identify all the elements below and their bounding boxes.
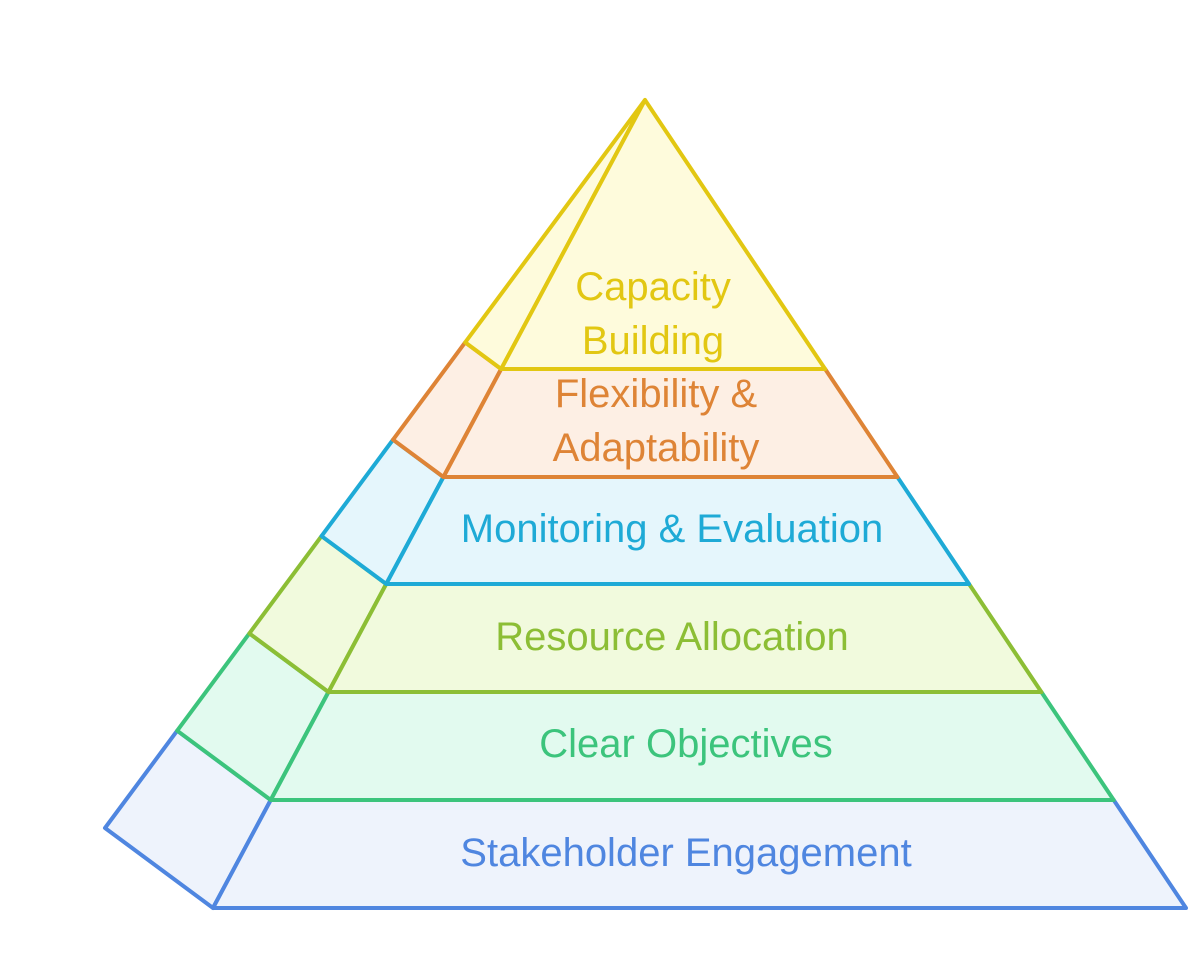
tier-label: Resource Allocation: [495, 615, 849, 659]
tier-label-line: Flexibility &: [555, 372, 758, 416]
tier-label-line: Capacity: [575, 265, 731, 309]
tier-label-line: Resource Allocation: [495, 615, 849, 659]
tier-label: Monitoring & Evaluation: [461, 507, 883, 551]
pyramid-tier: [247, 534, 1044, 694]
tier-front-face: [499, 98, 828, 371]
tier-label-line: Building: [582, 319, 724, 363]
tier-label-line: Adaptability: [553, 426, 760, 470]
tier-label: Flexibility & Adaptability: [553, 372, 760, 470]
pyramid-tier: [463, 98, 828, 371]
tier-label: Clear Objectives: [539, 722, 832, 766]
pyramid-tier: [391, 340, 900, 479]
tier-label-line: Monitoring & Evaluation: [461, 507, 883, 551]
pyramid-tiers: Stakeholder Engagement Clear Objectives Re…: [103, 98, 1188, 910]
pyramid-tier: [103, 728, 1188, 910]
tier-label: Stakeholder Engagement: [460, 831, 911, 875]
tier-label-line: Stakeholder Engagement: [460, 831, 911, 875]
pyramid-tier: [175, 631, 1116, 802]
tier-label-line: Clear Objectives: [539, 722, 832, 766]
